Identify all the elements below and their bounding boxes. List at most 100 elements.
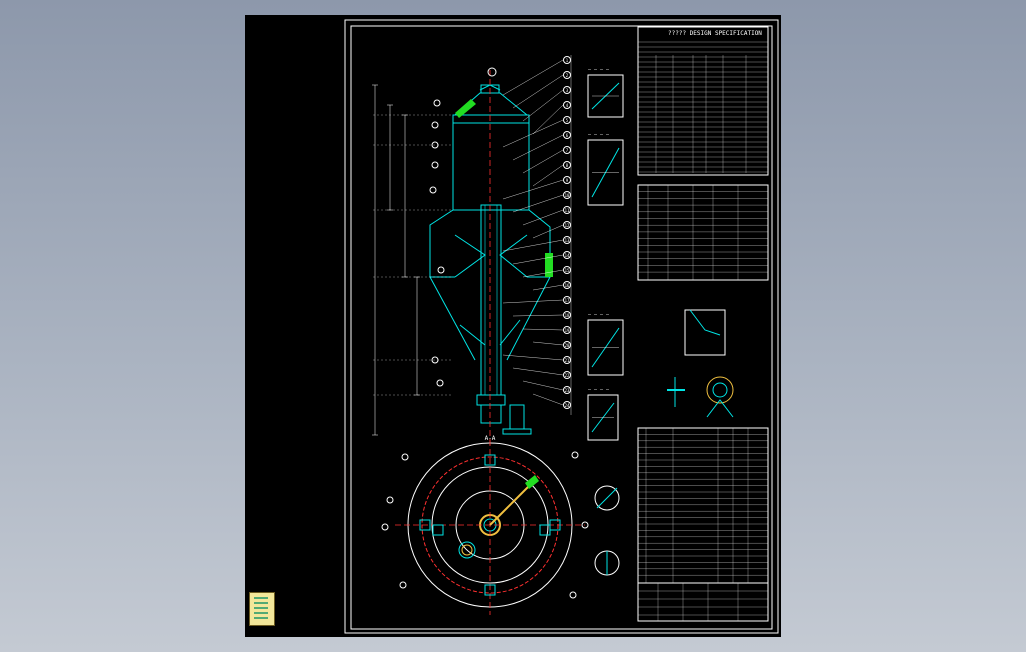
spec-table-heading: ????? DESIGN SPECIFICATION [668, 30, 762, 37]
callout-number-10: 11 [565, 208, 570, 213]
callout-number-21: 22 [565, 373, 570, 378]
callout-number-3: 4 [566, 103, 569, 108]
nozzle-mark-5 [437, 266, 445, 274]
callout-number-19: 20 [565, 343, 570, 348]
callout-number-15: 16 [565, 283, 570, 288]
leader-line-13 [512, 254, 564, 265]
plan-view-label: A-A [485, 435, 496, 442]
leader-line-2 [522, 89, 564, 122]
flange-detail-outer [706, 376, 734, 404]
nozzle-mark-7 [436, 379, 444, 387]
plan-inlet-line [489, 484, 531, 526]
callout-number-12: 13 [565, 238, 570, 243]
leader-line-11 [532, 224, 564, 239]
callout-balloon-6 [563, 146, 571, 154]
callout-number-8: 9 [566, 178, 569, 183]
leader-line-10 [522, 209, 564, 226]
callout-number-7: 8 [566, 163, 569, 168]
central-pipe [480, 204, 502, 396]
callout-balloon-12 [563, 236, 571, 244]
plan-nozzle-b-inner [461, 544, 473, 556]
plan-inlet-highlight [525, 475, 539, 489]
flange-detail-inner [712, 382, 728, 398]
lower-cone-left [429, 276, 476, 361]
leader-line-23 [532, 393, 564, 406]
sheet-inner-border [350, 25, 773, 630]
detail-c-frame [587, 319, 624, 376]
flange-support [706, 399, 734, 418]
callout-balloon-0 [563, 56, 571, 64]
callout-number-4: 5 [566, 118, 569, 123]
plan-callout-6 [569, 591, 577, 599]
cad-drawing: 123456789101112131415161718192021222324—… [344, 19, 779, 634]
callout-balloon-16 [563, 296, 571, 304]
leader-line-16 [502, 299, 564, 304]
callout-balloon-23 [563, 401, 571, 409]
leader-line-8 [502, 179, 564, 200]
nozzle-mark-0 [433, 99, 441, 107]
bottom-outlet [480, 404, 502, 424]
detail-b-frame [587, 139, 624, 206]
leader-line-7 [532, 164, 564, 187]
plan-callout-1 [386, 496, 394, 504]
plan-callout-0 [401, 453, 409, 461]
callout-number-2: 3 [566, 88, 569, 93]
nozzle-mark-1 [431, 121, 439, 129]
callout-number-13: 14 [565, 253, 570, 258]
nozzle-table-frame [637, 184, 769, 281]
callout-balloon-4 [563, 116, 571, 124]
leader-line-5 [512, 134, 564, 161]
spec-table-frame [637, 26, 769, 176]
leader-line-14 [522, 269, 564, 278]
leader-line-22 [522, 380, 564, 391]
callout-balloon-15 [563, 281, 571, 289]
callout-number-16: 17 [565, 298, 570, 303]
callout-number-6: 7 [566, 148, 569, 153]
nozzle-mark-2 [431, 141, 439, 149]
nozzle-mark-4 [429, 186, 437, 194]
leader-line-4 [502, 119, 564, 148]
leader-line-1 [512, 74, 564, 109]
callout-balloon-22 [563, 386, 571, 394]
callout-number-1: 2 [566, 73, 569, 78]
leader-line-9 [512, 194, 564, 213]
leader-line-15 [532, 284, 564, 291]
plan-callout-5 [581, 521, 589, 529]
bottom-flange [476, 394, 506, 406]
drawing-file-icon[interactable] [249, 592, 275, 626]
callout-number-22: 23 [565, 388, 570, 393]
detail-b-title: — — — — [588, 132, 610, 138]
callout-balloon-9 [563, 191, 571, 199]
leader-line-19 [532, 341, 564, 346]
title-block-frame [637, 582, 769, 622]
nozzle-mark-3 [431, 161, 439, 169]
callout-number-0: 1 [566, 58, 569, 63]
leader-line-20 [502, 354, 564, 361]
plan-lug-2 [419, 519, 431, 531]
leader-line-6 [522, 149, 564, 174]
detail-d-frame [587, 394, 619, 441]
callout-balloon-10 [563, 206, 571, 214]
detail-a-frame [587, 74, 624, 118]
lower-baffle-right [499, 319, 521, 346]
detail-e-weld [689, 309, 721, 336]
callout-number-23: 24 [565, 403, 570, 408]
callout-balloon-2 [563, 86, 571, 94]
callout-balloon-7 [563, 161, 571, 169]
plan-lug-0 [484, 454, 496, 466]
callout-number-20: 21 [565, 358, 570, 363]
detail-e-frame [684, 309, 726, 356]
leader-line-12 [502, 239, 564, 252]
callout-balloon-13 [563, 251, 571, 259]
callout-number-17: 18 [565, 313, 570, 318]
internal-baffle-left [454, 234, 486, 278]
callout-balloon-8 [563, 176, 571, 184]
plan-callout-4 [571, 451, 579, 459]
right-skirt [527, 209, 551, 278]
plan-callout-2 [381, 523, 389, 531]
side-nozzle-highlight [545, 253, 553, 277]
bom-table-frame [637, 427, 769, 584]
callout-number-5: 6 [566, 133, 569, 138]
leader-line-17 [512, 314, 564, 317]
